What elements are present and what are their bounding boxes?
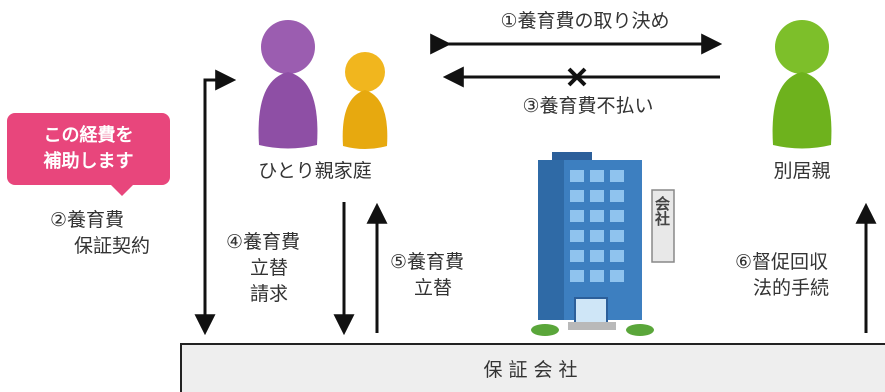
- request-label-line3: 請求: [250, 283, 289, 305]
- subsidy-callout: この経費を 補助します: [7, 113, 170, 185]
- single-parent-adult-icon: [258, 20, 318, 149]
- request-label-line2: 立替: [250, 257, 289, 279]
- building-sign: 会社: [653, 196, 671, 226]
- callout-tail: [110, 184, 134, 196]
- nonpayment-label: ③養育費不払い: [522, 95, 654, 117]
- other-parent-icon: [772, 20, 832, 149]
- company-building-icon: [531, 152, 675, 336]
- contract-label-line2: 保証契約: [74, 235, 151, 257]
- advance-label-line1: ⑤養育費: [390, 251, 465, 273]
- request-label-line1: ④養育費: [226, 231, 301, 253]
- callout-line1: この経費を: [43, 125, 134, 146]
- agreement-label: ①養育費の取り決め: [500, 10, 670, 32]
- advance-label-line2: 立替: [414, 277, 453, 299]
- guarantor-company-box: 保証会社: [180, 343, 885, 392]
- nonpayment-cross-icon: [567, 67, 587, 87]
- contract-label: ②養育費 保証契約: [50, 207, 190, 259]
- callout-line2: 補助します: [43, 151, 134, 172]
- contract-arrow: [203, 69, 237, 330]
- collection-label-line1: ⑥督促回収: [735, 251, 829, 273]
- request-label: ④養育費 立替 請求: [226, 229, 326, 307]
- child-icon: [342, 52, 388, 149]
- collection-label: ⑥督促回収 法的手続: [735, 249, 860, 301]
- collection-label-line2: 法的手続: [753, 277, 830, 299]
- advance-label: ⑤養育費 立替: [390, 249, 500, 301]
- other-parent-label: 別居親: [773, 160, 831, 182]
- guarantor-company-label: 保証会社: [483, 359, 584, 381]
- single-parent-label: ひとり親家庭: [258, 160, 372, 182]
- contract-label-line1: ②養育費: [50, 209, 125, 231]
